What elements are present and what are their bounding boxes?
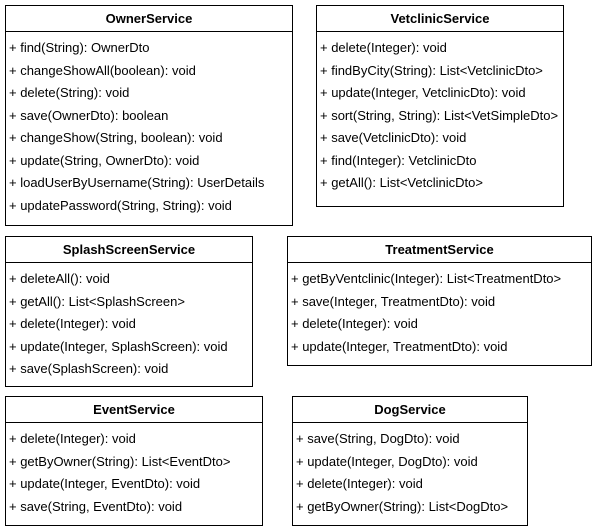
method: + update(Integer, TreatmentDto): void xyxy=(291,338,508,354)
class-splash-screen-service[interactable]: SplashScreenService + deleteAll(): void … xyxy=(5,236,253,387)
method: + changeShow(String, boolean): void xyxy=(9,130,223,145)
class-name: TreatmentService xyxy=(288,237,591,263)
method: + save(Integer, TreatmentDto): void xyxy=(291,293,496,309)
method: + update(Integer, SplashScreen): void xyxy=(9,338,228,354)
method: + findByCity(String): List<VetclinicDto> xyxy=(320,62,543,78)
method: + delete(Integer): void xyxy=(9,316,136,331)
class-name: VetclinicService xyxy=(317,6,563,32)
class-name: EventService xyxy=(6,397,262,423)
method: + save(SplashScreen): void xyxy=(9,361,169,376)
method-list: + delete(Integer): void + getByOwner(Str… xyxy=(6,423,262,518)
method: + delete(Integer): void xyxy=(9,431,136,446)
class-name: OwnerService xyxy=(6,6,292,32)
method: + save(VetclinicDto): void xyxy=(320,130,467,145)
method: + getByOwner(String): List<DogDto> xyxy=(296,498,509,514)
method: + getAll(): List<VetclinicDto> xyxy=(320,175,483,190)
method: + find(String): OwnerDto xyxy=(9,40,150,55)
method: + update(Integer, VetclinicDto): void xyxy=(320,85,526,100)
method-list: + find(String): OwnerDto + changeShowAll… xyxy=(6,32,292,217)
class-dog-service[interactable]: DogService + save(String, DogDto): void … xyxy=(292,396,528,526)
method: + changeShowAll(boolean): void xyxy=(9,62,196,78)
method: + save(String, EventDto): void xyxy=(9,498,183,514)
method-list: + getByVentclinic(Integer): List<Treatme… xyxy=(288,263,591,358)
method: + delete(String): void xyxy=(9,85,130,100)
class-owner-service[interactable]: OwnerService + find(String): OwnerDto + … xyxy=(5,5,293,226)
class-name: DogService xyxy=(293,397,527,423)
method: + updatePassword(String, String): void xyxy=(9,197,232,213)
method: + delete(Integer): void xyxy=(296,476,423,491)
method: + loadUserByUsername(String): UserDetail… xyxy=(9,175,265,190)
method: + find(Integer): VetclinicDto xyxy=(320,152,477,168)
method: + delete(Integer): void xyxy=(291,316,418,331)
method: + save(OwnerDto): boolean xyxy=(9,107,169,123)
class-name: SplashScreenService xyxy=(6,237,252,263)
method: + update(String, OwnerDto): void xyxy=(9,152,200,168)
class-treatment-service[interactable]: TreatmentService + getByVentclinic(Integ… xyxy=(287,236,592,366)
method: + deleteAll(): void xyxy=(9,271,110,286)
method: + getByVentclinic(Integer): List<Treatme… xyxy=(291,271,562,286)
class-vetclinic-service[interactable]: VetclinicService + delete(Integer): void… xyxy=(316,5,564,207)
method: + update(Integer, DogDto): void xyxy=(296,453,478,469)
method-list: + save(String, DogDto): void + update(In… xyxy=(293,423,527,518)
method: + update(Integer, EventDto): void xyxy=(9,476,201,491)
method: + getByOwner(String): List<EventDto> xyxy=(9,453,231,469)
method: + getAll(): List<SplashScreen> xyxy=(9,293,185,309)
method: + sort(String, String): List<VetSimpleDt… xyxy=(320,107,559,123)
class-event-service[interactable]: EventService + delete(Integer): void + g… xyxy=(5,396,263,526)
method-list: + delete(Integer): void + findByCity(Str… xyxy=(317,32,563,195)
method: + save(String, DogDto): void xyxy=(296,431,460,446)
method: + delete(Integer): void xyxy=(320,40,447,55)
method-list: + deleteAll(): void + getAll(): List<Spl… xyxy=(6,263,252,381)
